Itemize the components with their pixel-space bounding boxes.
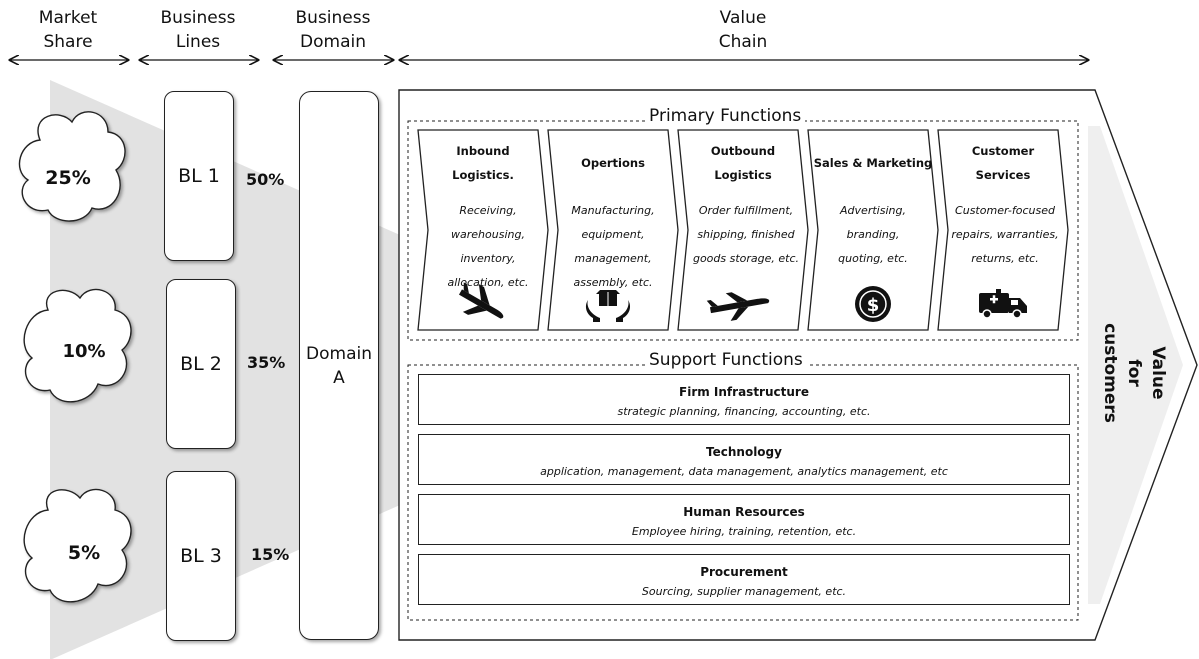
pf-desc-customer: Customer-focused repairs, warranties, re…	[943, 199, 1067, 271]
desc-line: Order fulfillment,	[698, 204, 794, 217]
chevron-customer	[937, 129, 1069, 331]
cloud-25	[18, 111, 126, 222]
sf-desc: Employee hiring, training, retention, et…	[631, 525, 857, 538]
desc-line: equipment,	[581, 228, 645, 241]
airplane-landing-icon	[458, 282, 504, 319]
desc-line: branding,	[846, 228, 900, 241]
desc-line: Customer-focused	[955, 204, 1055, 217]
chevron-inbound	[417, 129, 549, 331]
domain-box: Domain A	[299, 91, 379, 640]
sf-title: Firm Infrastructure	[679, 385, 809, 399]
sf-title: Procurement	[700, 565, 788, 579]
sf-desc: strategic planning, financing, accountin…	[617, 405, 871, 418]
pf-desc-operations: Manufacturing, equipment, management, as…	[553, 199, 673, 295]
sf-desc: Sourcing, supplier management, etc.	[641, 585, 847, 598]
desc-line: shipping, finished	[697, 228, 795, 241]
desc-line: returns, etc.	[971, 252, 1039, 265]
chevron-sales	[807, 129, 939, 331]
pf-title-sales: Sales & Marketing	[813, 156, 933, 170]
support-functions-title: Support Functions	[645, 350, 807, 370]
sf-title: Human Resources	[683, 505, 805, 519]
hands-box-icon	[585, 290, 631, 322]
bl-percent-1: 50%	[246, 170, 285, 189]
header-market-share: Market Share	[38, 8, 98, 52]
market-share-2: 10%	[62, 341, 106, 362]
business-line-2: BL 2	[166, 279, 236, 449]
primary-chevrons	[417, 129, 1069, 331]
desc-line: goods storage, etc.	[692, 252, 800, 265]
header-business-lines: Business Lines	[160, 8, 236, 52]
business-line-3: BL 3	[166, 471, 236, 641]
chevron-operations	[547, 129, 679, 331]
market-share-3: 5%	[67, 542, 101, 564]
pf-title-customer: Customer Services	[971, 144, 1035, 182]
pf-desc-inbound: Receiving, warehousing, inventory, alloc…	[428, 199, 548, 295]
bl-label: BL 1	[178, 165, 220, 187]
support-functions-frame	[407, 364, 1079, 621]
desc-line: inventory,	[460, 252, 516, 265]
value-for-customers-label: Value for customers	[1100, 323, 1168, 423]
market-share-1: 25%	[45, 167, 91, 189]
cloud-5	[23, 488, 132, 603]
bl-percent-3: 15%	[251, 545, 290, 564]
desc-line: Advertising,	[840, 204, 906, 217]
desc-line: warehousing,	[451, 228, 525, 241]
desc-line: repairs, warranties,	[951, 228, 1059, 241]
sf-procurement: Procurement Sourcing, supplier managemen…	[418, 554, 1070, 605]
pf-title-operations: Opertions	[581, 156, 645, 170]
header-business-domain: Business Domain	[295, 8, 371, 52]
primary-functions-title: Primary Functions	[645, 106, 806, 126]
sf-technology: Technology application, management, data…	[418, 434, 1070, 485]
primary-functions-frame	[407, 120, 1079, 341]
ambulance-icon	[979, 289, 1027, 319]
value-chain-inner-chevron	[1088, 126, 1183, 604]
desc-line: Manufacturing,	[571, 204, 655, 217]
pf-title-inbound: Inbound Logistics.	[452, 144, 514, 182]
business-line-1: BL 1	[164, 91, 234, 261]
sf-human-resources: Human Resources Employee hiring, trainin…	[418, 494, 1070, 545]
sf-title: Technology	[706, 445, 782, 459]
pf-desc-sales: Advertising, branding, quoting, etc.	[813, 199, 933, 271]
svg-text:$: $	[867, 295, 880, 316]
sf-desc: application, management, data management…	[540, 465, 948, 478]
dollar-coin-icon: $	[855, 286, 891, 322]
airplane-takeoff-icon	[706, 292, 770, 321]
cloud-10	[23, 288, 132, 403]
bl-percent-2: 35%	[247, 353, 286, 372]
desc-line: allocation, etc.	[447, 276, 529, 289]
desc-line: management,	[574, 252, 652, 265]
pf-desc-outbound: Order fulfillment, shipping, finished go…	[684, 199, 808, 271]
sf-firm-infrastructure: Firm Infrastructure strategic planning, …	[418, 374, 1070, 425]
desc-line: Receiving,	[459, 204, 517, 217]
bl-label: BL 3	[180, 545, 222, 567]
desc-line: assembly, etc.	[573, 276, 653, 289]
bl-label: BL 2	[180, 353, 222, 375]
header-value-chain: Value Chain	[718, 8, 768, 52]
pf-title-outbound: Outbound Logistics	[710, 144, 776, 182]
chevron-outbound	[677, 129, 809, 331]
desc-line: quoting, etc.	[838, 252, 908, 265]
